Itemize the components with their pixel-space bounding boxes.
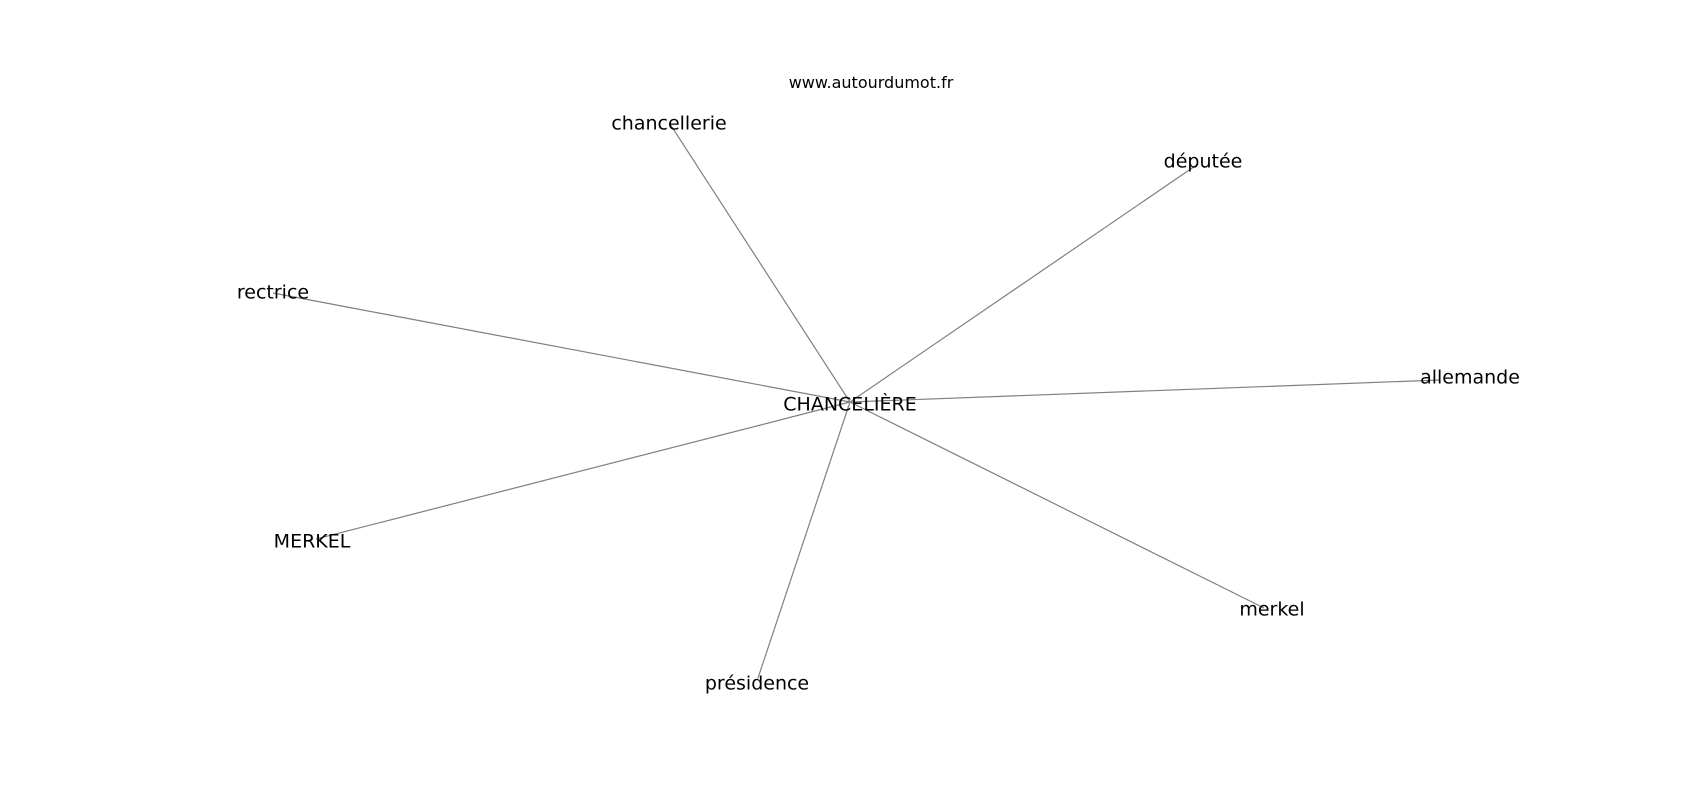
edges-layer xyxy=(272,123,1441,679)
edge-merkel xyxy=(849,401,1265,609)
edge-rectrice xyxy=(272,292,851,403)
node-deputee[interactable]: députée xyxy=(1164,151,1243,173)
node-MERKEL[interactable]: MERKEL xyxy=(274,531,351,553)
node-merkel[interactable]: merkel xyxy=(1239,599,1304,621)
node-presidence[interactable]: présidence xyxy=(705,673,809,695)
labels-layer: www.autourdumot.fr CHANCELIÈRE chancelle… xyxy=(237,73,1520,695)
edge-presidence xyxy=(757,401,851,679)
node-allemande[interactable]: allemande xyxy=(1420,367,1520,389)
source-label: www.autourdumot.fr xyxy=(789,73,954,92)
edge-MERKEL xyxy=(315,401,851,540)
edge-allemande xyxy=(849,379,1441,403)
edge-deputee xyxy=(849,163,1199,403)
edge-chancellerie xyxy=(669,123,851,403)
node-center[interactable]: CHANCELIÈRE xyxy=(783,393,916,416)
node-rectrice[interactable]: rectrice xyxy=(237,282,309,304)
node-chancellerie[interactable]: chancellerie xyxy=(611,113,726,135)
